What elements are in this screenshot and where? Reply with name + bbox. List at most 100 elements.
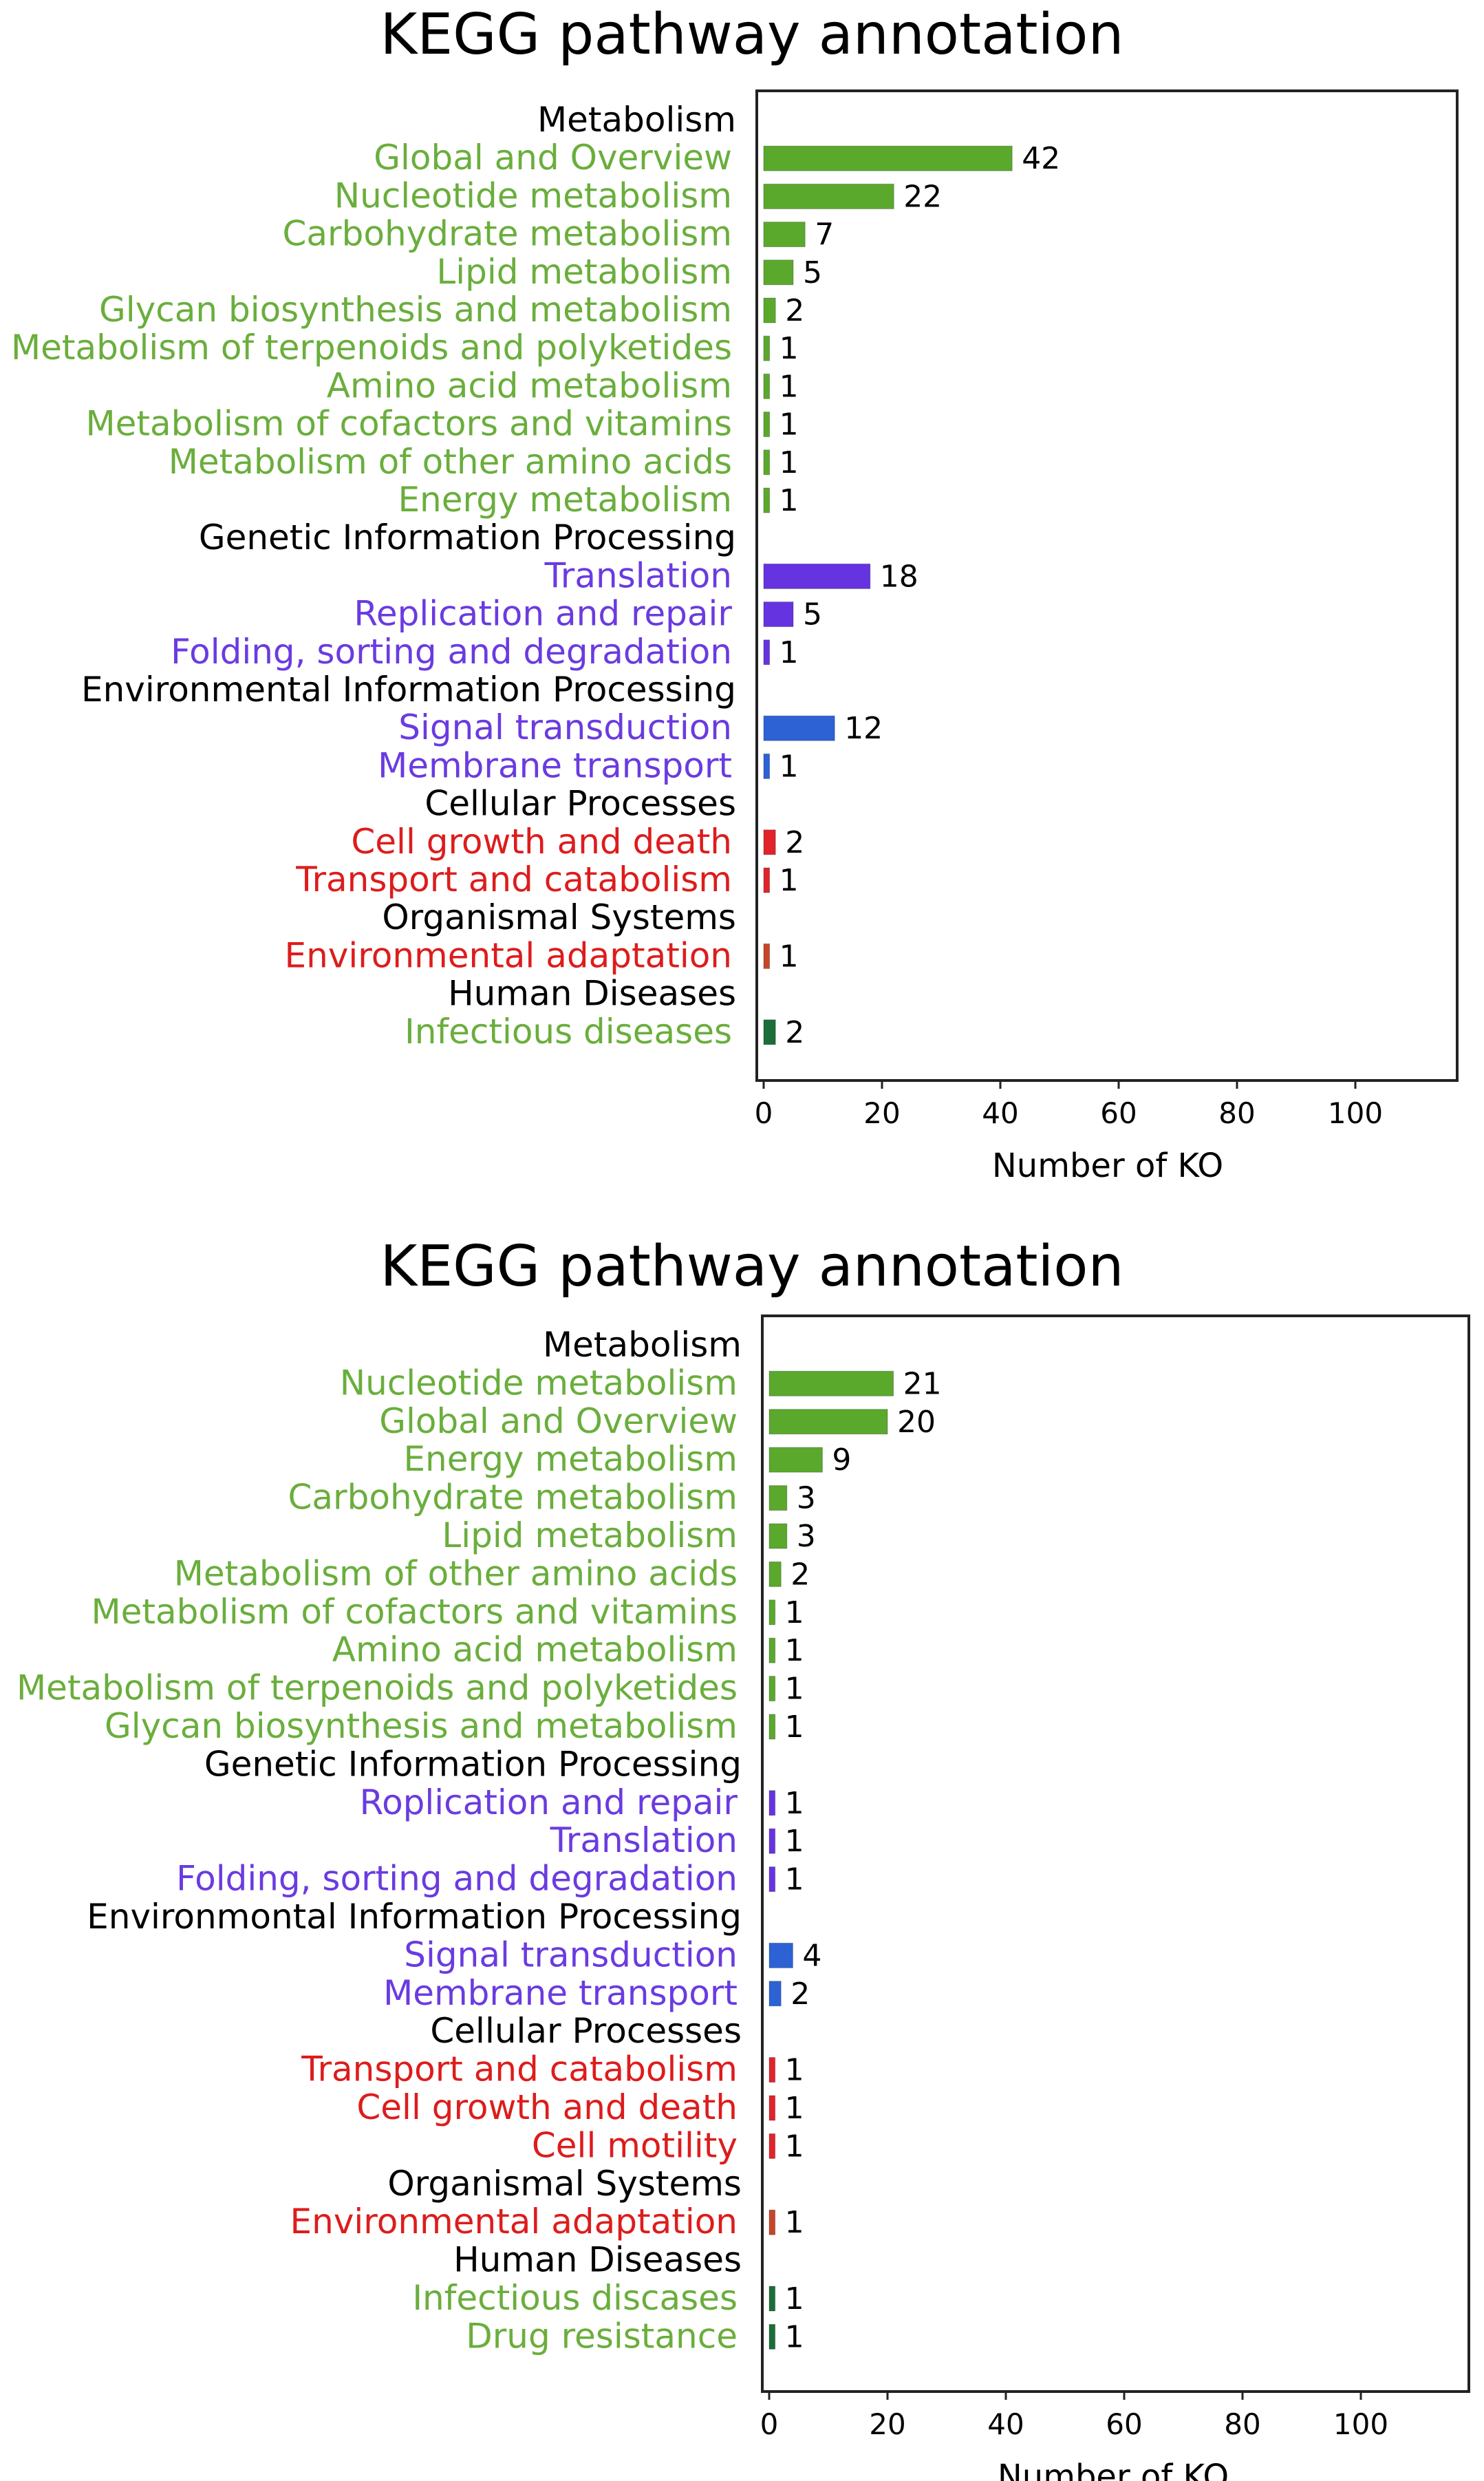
category-label: Environmental adaptation [285, 935, 732, 975]
bar [763, 715, 835, 741]
data-label: 3 [797, 1519, 816, 1554]
x-tick-label: 80 [1218, 1096, 1255, 1130]
category-label: Carbohydrate metabolism [283, 214, 733, 254]
chart-svg-bottom: KEGG pathway annotationMetabolismNucleot… [17, 1234, 1470, 2481]
group-label: Human Diseases [448, 974, 736, 1014]
bar [768, 1942, 793, 1968]
group-label: Environmontal Information Processing [87, 1897, 742, 1937]
bar [763, 335, 771, 361]
group-label: Organismal Systems [382, 897, 736, 937]
data-label: 1 [779, 939, 799, 974]
chart-svg-top: KEGG pathway annotationMetabolismGlobal … [11, 2, 1459, 1185]
bar [763, 449, 771, 476]
category-label: Cell motility [532, 2125, 738, 2165]
data-label: 1 [779, 407, 799, 443]
category-label: Metabolism of other amino acids [169, 442, 732, 482]
category-label: Folding, sorting and degradation [176, 1859, 738, 1899]
bar [763, 297, 776, 323]
category-label: Transport and catabolism [301, 2049, 738, 2089]
chart-0-group: KEGG pathway annotationMetabolismGlobal … [11, 2, 1459, 1185]
category-label: Folding, sorting and degradation [171, 632, 732, 672]
x-tick-label: 40 [987, 2407, 1024, 2441]
category-label: Glycan biosynthesis and metabolism [99, 290, 732, 330]
data-label: 1 [785, 2091, 804, 2126]
plot-frame [761, 1314, 1470, 2393]
plot-frame [755, 89, 1459, 1082]
category-label: Metabolism of other amino acids [174, 1553, 738, 1593]
category-label: Energy metabolism [398, 480, 732, 520]
x-tick-label: 0 [755, 1096, 773, 1130]
bar [763, 829, 776, 855]
category-label: Infectious discases [412, 2278, 738, 2318]
category-label: Lipid metabolism [442, 1515, 738, 1555]
x-tick-label: 40 [982, 1096, 1018, 1130]
bar [763, 412, 771, 438]
data-label: 1 [785, 1862, 804, 1897]
category-label: Cell growth and death [356, 2087, 738, 2127]
group-label: Genetic Information Processing [204, 1744, 742, 1784]
x-tick-label: 0 [760, 2407, 779, 2441]
x-tick-label: 80 [1224, 2407, 1260, 2441]
category-label: Metabolism of terpenoids and polyketides [11, 328, 732, 368]
category-label: Infectious diseases [405, 1012, 732, 1052]
data-label: 12 [844, 711, 883, 746]
data-label: 1 [785, 1672, 804, 1707]
category-label: Energy metabolism [403, 1439, 738, 1479]
x-tick-label: 100 [1333, 2407, 1388, 2441]
data-label: 1 [779, 749, 799, 784]
data-label: 1 [779, 445, 799, 480]
category-label: Transport and catabolism [295, 860, 732, 899]
data-label: 21 [903, 1366, 942, 1401]
bar [763, 222, 806, 248]
data-label: 1 [785, 2281, 804, 2317]
category-label: Nucleotide metabolism [334, 175, 732, 215]
bar [763, 601, 794, 628]
x-axis-title: Number of KO [998, 2458, 1229, 2481]
data-label: 1 [779, 331, 799, 366]
data-label: 1 [785, 1824, 804, 1859]
bar [763, 487, 771, 513]
data-label: 9 [832, 1442, 851, 1478]
bar [768, 2209, 776, 2235]
bar [768, 2095, 776, 2121]
category-label: Global and Overview [374, 138, 732, 178]
x-tick-label: 100 [1328, 1096, 1383, 1130]
category-label: Metabolism of cofactors and vitamins [85, 404, 732, 444]
data-label: 42 [1022, 141, 1060, 176]
category-label: Metabolism of terpenoids and polyketides [17, 1668, 738, 1708]
x-axis-title: Number of KO [992, 1147, 1223, 1185]
bar [768, 1447, 823, 1473]
bar [763, 753, 771, 779]
group-label: Human Diseases [453, 2240, 742, 2280]
bar [768, 1561, 782, 1587]
category-label: Glycan biosynthesis and metabolism [105, 1706, 738, 1746]
data-label: 18 [880, 559, 918, 594]
category-label: Translation [550, 1820, 738, 1860]
bar [768, 1714, 776, 1740]
category-label: Roplication and repair [360, 1782, 738, 1822]
data-label: 1 [785, 1595, 804, 1630]
bar [768, 2133, 776, 2159]
bar [763, 145, 1013, 171]
bar [768, 2323, 776, 2350]
group-label: Genetic Information Processing [199, 518, 736, 557]
bar [768, 1828, 776, 1854]
bar [763, 1019, 776, 1045]
data-label: 1 [785, 2205, 804, 2240]
group-label: Environmental Information Processing [81, 670, 736, 710]
category-label: Cell growth and death [351, 822, 732, 862]
category-label: Drug resistance [466, 2316, 738, 2356]
bar [763, 867, 771, 893]
data-label: 5 [803, 255, 822, 290]
bar [768, 1637, 776, 1663]
data-label: 1 [779, 635, 799, 670]
category-label: Global and Overview [379, 1401, 738, 1441]
bar [768, 1370, 894, 1396]
chart-title: KEGG pathway annotation [380, 1234, 1124, 1299]
category-label: Metabolism of cofactors and vitamins [91, 1592, 738, 1632]
data-label: 2 [791, 1557, 810, 1592]
group-label: Cellular Processes [430, 2011, 742, 2051]
category-label: Membrane transport [378, 745, 732, 785]
bar [768, 1485, 788, 1511]
